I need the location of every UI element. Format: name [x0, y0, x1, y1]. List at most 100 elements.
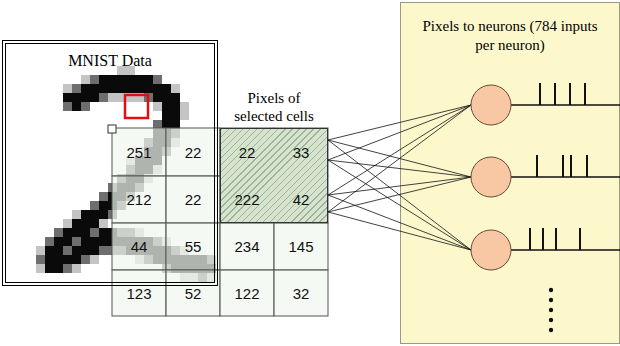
digit-pixel — [54, 264, 63, 273]
digit-pixel — [72, 255, 81, 264]
digit-pixel — [63, 102, 72, 111]
digit-pixel — [171, 111, 180, 120]
cell-value: 212 — [112, 176, 166, 223]
ellipsis-dot — [549, 308, 553, 312]
digit-pixel — [99, 192, 108, 201]
spike — [562, 155, 564, 177]
spike — [586, 155, 588, 177]
cell-value: 33 — [274, 128, 328, 176]
digit-pixel — [81, 75, 90, 84]
digit-pixel — [45, 237, 54, 246]
digit-pixel — [72, 210, 81, 219]
digit-pixel — [171, 93, 180, 102]
digit-pixel — [81, 246, 90, 255]
digit-pixel — [153, 102, 162, 111]
digit-pixel — [45, 255, 54, 264]
digit-pixel — [63, 84, 72, 93]
spike — [584, 83, 586, 105]
digit-pixel — [99, 237, 108, 246]
grid-cell — [166, 176, 220, 223]
digit-pixel — [162, 111, 171, 120]
digit-pixel — [54, 228, 63, 237]
neuron-circle — [471, 85, 511, 125]
digit-pixel — [63, 219, 72, 228]
digit-pixel — [144, 75, 153, 84]
neuron-circle — [471, 230, 511, 270]
neuron-circle — [471, 157, 511, 197]
node-title: Pixels to neurons (784 inputs per neuron… — [418, 17, 602, 55]
digit-pixel — [90, 228, 99, 237]
neuron-panel: Pixels to neurons (784 inputs per neuron… — [400, 2, 620, 344]
cell-value: 22 — [166, 176, 220, 223]
output-line — [511, 176, 620, 178]
digit-pixel — [36, 264, 45, 273]
cell-value: 122 — [220, 270, 274, 316]
digit-pixel — [162, 84, 171, 93]
cell-value: 55 — [166, 223, 220, 270]
cell-value: 222 — [220, 176, 274, 223]
digit-pixel — [90, 93, 99, 102]
digit-pixel — [54, 255, 63, 264]
digit-pixel — [99, 210, 108, 219]
spike — [555, 228, 557, 250]
grid-cell — [166, 270, 220, 316]
spike — [569, 83, 571, 105]
digit-pixel — [72, 264, 81, 273]
digit-pixel — [90, 255, 99, 264]
grid-cell — [220, 223, 274, 270]
digit-pixel — [99, 201, 108, 210]
digit-pixel — [108, 84, 117, 93]
node-title: Pixels of selected cells — [222, 89, 326, 125]
digit-pixel — [81, 210, 90, 219]
spike — [542, 228, 544, 250]
digit-pixel — [72, 228, 81, 237]
digit-pixel — [171, 102, 180, 111]
digit-pixel — [54, 237, 63, 246]
cell-value: 234 — [220, 223, 274, 270]
input-wire — [328, 212, 471, 250]
grid-cell — [112, 270, 166, 316]
digit-pixel — [63, 246, 72, 255]
digit-pixel — [162, 93, 171, 102]
digit-pixel — [72, 246, 81, 255]
digit-pixel — [90, 219, 99, 228]
grid-cell — [166, 223, 220, 270]
spike — [529, 228, 531, 250]
digit-pixel — [99, 228, 108, 237]
input-wire — [328, 140, 471, 177]
digit-pixel — [99, 93, 108, 102]
grid-cell — [112, 128, 166, 176]
digit-pixel — [99, 219, 108, 228]
digit-pixel — [81, 219, 90, 228]
digit-pixel — [45, 246, 54, 255]
cell-value: 22 — [166, 128, 220, 176]
digit-pixel — [144, 84, 153, 93]
cell-value: 251 — [112, 128, 166, 176]
digit-pixel — [90, 201, 99, 210]
digit-pixel — [81, 228, 90, 237]
digit-pixel — [126, 75, 135, 84]
digit-pixel — [72, 237, 81, 246]
ellipsis-dot — [549, 318, 553, 322]
digit-pixel — [63, 237, 72, 246]
grid-cell — [274, 223, 328, 270]
digit-pixel — [135, 84, 144, 93]
cell-value: 145 — [274, 223, 328, 270]
digit-pixel — [63, 228, 72, 237]
digit-pixel — [63, 264, 72, 273]
digit-pixel — [72, 219, 81, 228]
digit-pixel — [72, 93, 81, 102]
digit-pixel — [180, 102, 189, 111]
digit-pixel — [81, 93, 90, 102]
digit-pixel — [54, 246, 63, 255]
digit-pixel — [117, 84, 126, 93]
digit-pixel — [99, 246, 108, 255]
grid-cell — [220, 270, 274, 316]
input-wire — [328, 105, 471, 212]
cell-value: 32 — [274, 270, 328, 316]
digit-pixel — [81, 102, 90, 111]
digit-pixel — [72, 84, 81, 93]
digit-pixel — [153, 75, 162, 84]
spike — [539, 83, 541, 105]
